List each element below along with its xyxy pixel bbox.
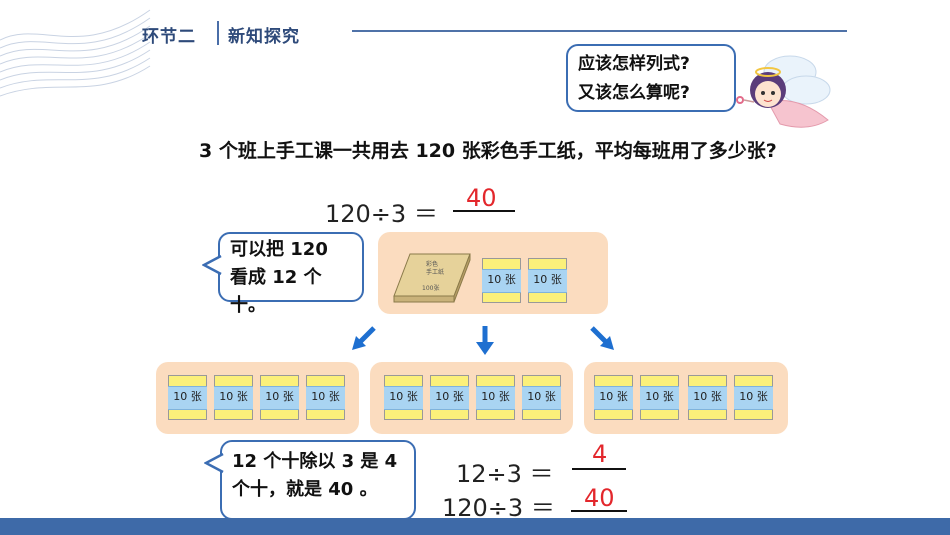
angel-bubble-line2: 又该怎么算呢? <box>578 83 690 103</box>
equation-mid-answer: 4 <box>592 440 608 468</box>
decorative-waves <box>0 9 151 97</box>
ten-sheet-card: 10 张 <box>482 258 521 303</box>
paper-pack-book: 彩色 手工纸 100张 <box>393 253 471 303</box>
equation-bottom-blank <box>571 510 627 512</box>
equation-bottom-expression: 120÷3 ＝ <box>442 494 555 522</box>
section-divider <box>217 21 219 45</box>
card-label: 10 张 <box>594 386 633 410</box>
arrow-down-right-icon <box>590 326 614 350</box>
card-label: 10 张 <box>640 386 679 410</box>
card-label: 10 张 <box>688 386 727 410</box>
angel-speech-bubble: 应该怎样列式? 又该怎么算呢? <box>566 44 736 112</box>
ten-sheet-card: 10 张 <box>168 375 207 420</box>
hint-bubble-tail <box>202 254 222 276</box>
ten-sheet-card: 10 张 <box>528 258 567 303</box>
book-title-line2: 手工纸 <box>426 268 444 276</box>
angel-bubble-line1: 应该怎样列式? <box>578 54 690 74</box>
ten-sheet-card: 10 张 <box>384 375 423 420</box>
ten-sheet-card: 10 张 <box>430 375 469 420</box>
ten-sheet-card: 10 张 <box>594 375 633 420</box>
ten-sheet-card: 10 张 <box>734 375 773 420</box>
source-panel: 彩色 手工纸 100张 10 张 10 张 <box>378 232 608 314</box>
angel-illustration <box>736 55 831 128</box>
card-label: 10 张 <box>476 386 515 410</box>
word-problem: 3 个班上手工课一共用去 120 张彩色手工纸，平均每班用了多少张? <box>199 140 777 162</box>
card-label: 10 张 <box>260 386 299 410</box>
section-label: 环节二 <box>142 27 196 47</box>
card-label: 10 张 <box>482 269 521 293</box>
header-rule <box>352 30 847 32</box>
ten-sheet-card: 10 张 <box>640 375 679 420</box>
card-label: 10 张 <box>306 386 345 410</box>
conclusion-bubble-tail <box>204 452 224 474</box>
footer-bar <box>0 518 950 535</box>
card-label: 10 张 <box>734 386 773 410</box>
group-panel-1: 10 张 10 张 10 张 10 张 <box>156 362 359 434</box>
card-label: 10 张 <box>522 386 561 410</box>
equation-bottom-answer: 40 <box>584 484 615 512</box>
equation-top-expression: 120÷3 ＝ <box>325 200 438 228</box>
arrow-down-icon <box>476 326 494 355</box>
card-label: 10 张 <box>168 386 207 410</box>
equation-top-blank <box>453 210 515 212</box>
ten-sheet-card: 10 张 <box>688 375 727 420</box>
conclusion-speech-bubble: 12 个十除以 3 是 4 个十，就是 40 。 <box>220 440 416 520</box>
section-title: 新知探究 <box>228 27 300 47</box>
card-label: 10 张 <box>430 386 469 410</box>
ten-sheet-card: 10 张 <box>476 375 515 420</box>
equation-top-answer: 40 <box>466 184 497 212</box>
arrow-down-left-icon <box>352 326 376 350</box>
group-panel-3: 10 张 10 张 10 张 10 张 <box>584 362 788 434</box>
card-label: 10 张 <box>214 386 253 410</box>
hint-speech-bubble: 可以把 120 看成 12 个十。 <box>218 232 364 316</box>
card-label: 10 张 <box>528 269 567 293</box>
equation-mid-expression: 12÷3 ＝ <box>456 460 554 488</box>
equation-mid-blank <box>572 468 626 470</box>
book-count: 100张 <box>422 284 439 292</box>
card-label: 10 张 <box>384 386 423 410</box>
conclusion-text: 12 个十除以 3 是 4 个十，就是 40 。 <box>232 451 398 500</box>
book-title-line1: 彩色 <box>426 260 438 268</box>
ten-sheet-card: 10 张 <box>214 375 253 420</box>
ten-sheet-card: 10 张 <box>260 375 299 420</box>
ten-sheet-card: 10 张 <box>522 375 561 420</box>
group-panel-2: 10 张 10 张 10 张 10 张 <box>370 362 573 434</box>
ten-sheet-card: 10 张 <box>306 375 345 420</box>
hint-text: 可以把 120 看成 12 个十。 <box>230 239 328 316</box>
